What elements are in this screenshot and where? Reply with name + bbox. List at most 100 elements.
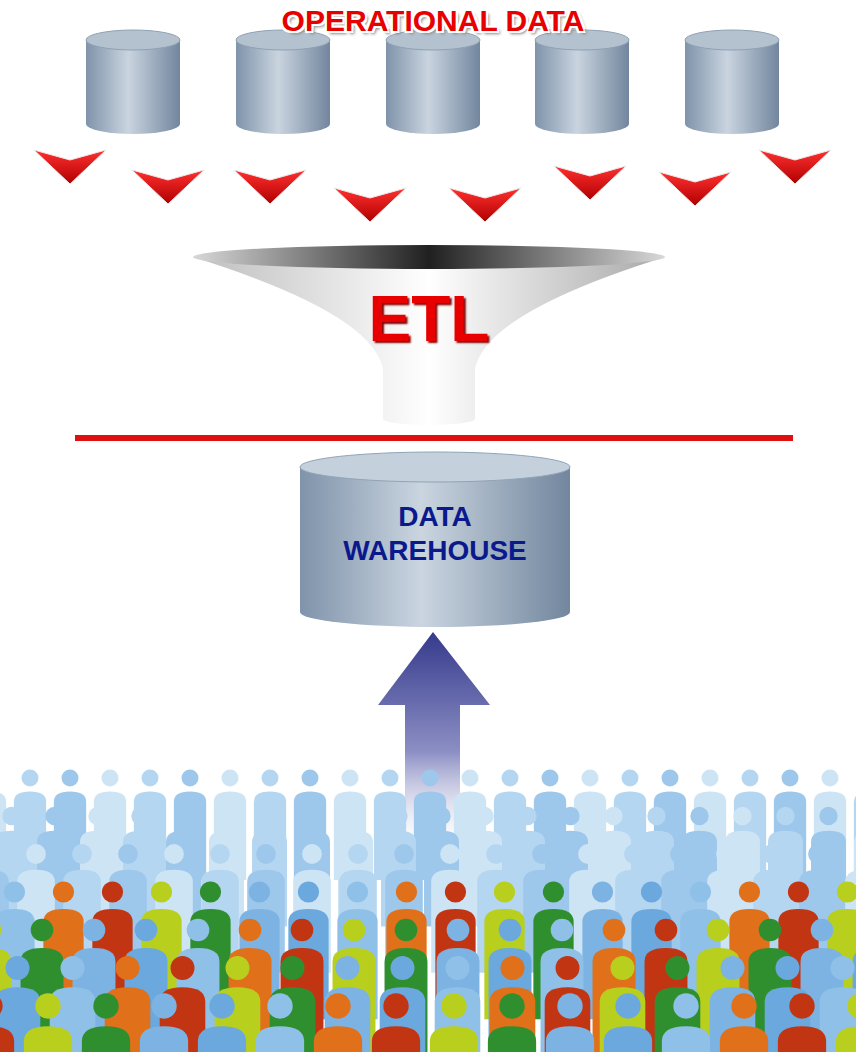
person-head [670,844,690,864]
person-head [690,881,711,902]
person-figure [82,993,130,1052]
person-head [543,881,564,902]
person-body [430,1026,478,1052]
etl-funnel: ETL [193,245,665,425]
person-head [655,919,678,942]
person-head [347,881,368,902]
person-head [391,956,415,980]
person-head [239,919,262,942]
person-figure [778,993,826,1052]
person-head [721,956,745,980]
person-head [102,881,123,902]
flow-arrow [759,150,831,184]
person-head [383,993,408,1018]
source-databases [86,30,779,134]
person-head [831,956,855,980]
person-head [432,807,450,825]
person-head [624,844,644,864]
person-head [298,881,319,902]
person-head [62,770,79,787]
person-head [4,881,25,902]
cylinder-body [386,40,480,134]
person-head [622,770,639,787]
person-head [174,807,192,825]
person-head [789,993,814,1018]
person-head [256,844,276,864]
cylinder-body [236,40,330,134]
person-head [811,919,834,942]
person-head [336,956,360,980]
person-head [499,993,524,1018]
crowd [0,770,856,1052]
flow-arrow [34,150,106,184]
person-head [302,844,322,864]
person-head [518,807,536,825]
person-head [542,770,559,787]
person-head [739,881,760,902]
person-body [256,1026,304,1052]
person-figure [198,993,246,1052]
person-head [647,807,665,825]
person-head [325,993,350,1018]
person-head [396,881,417,902]
person-head [210,844,230,864]
funnel-body [193,257,665,425]
person-head [6,956,30,980]
flow-arrow [554,166,626,200]
person-head [592,881,613,902]
person-head [116,956,140,980]
person-head [346,807,364,825]
person-head [776,807,794,825]
person-head [302,770,319,787]
person-head [222,770,239,787]
person-head [446,956,470,980]
warehouse-cylinder: DATA WAREHOUSE [300,452,570,627]
person-head [249,881,270,902]
person-figure [314,993,362,1052]
person-head [93,993,118,1018]
person-head [303,807,321,825]
database-cylinder [535,30,629,134]
person-body [0,1026,14,1052]
person-head [788,881,809,902]
person-head [395,919,418,942]
person-figure [24,993,72,1052]
person-figure [372,993,420,1052]
person-head [291,919,314,942]
person-head [135,919,158,942]
cylinder-top [86,30,180,50]
person-head [641,881,662,902]
person-head [61,956,85,980]
person-head [281,956,305,980]
flow-arrows [34,150,831,222]
person-head [187,919,210,942]
person-head [226,956,250,980]
cylinder-body [300,467,570,627]
person-head [603,919,626,942]
person-head [382,770,399,787]
person-body [720,1026,768,1052]
person-head [53,881,74,902]
person-body [778,1026,826,1052]
person-head [716,844,736,864]
person-head [0,993,3,1018]
person-head [819,807,837,825]
person-body [140,1026,188,1052]
person-body [198,1026,246,1052]
person-figure [256,993,304,1052]
person-head [151,881,172,902]
person-head [673,993,698,1018]
person-head [441,993,466,1018]
person-figure [546,993,594,1052]
person-head [822,770,839,787]
database-cylinder [386,30,480,134]
person-body [24,1026,72,1052]
person-head [782,770,799,787]
person-head [22,770,39,787]
cylinder-body [86,40,180,134]
person-head [759,919,782,942]
person-head [45,807,63,825]
person-body [604,1026,652,1052]
person-head [0,919,1,942]
